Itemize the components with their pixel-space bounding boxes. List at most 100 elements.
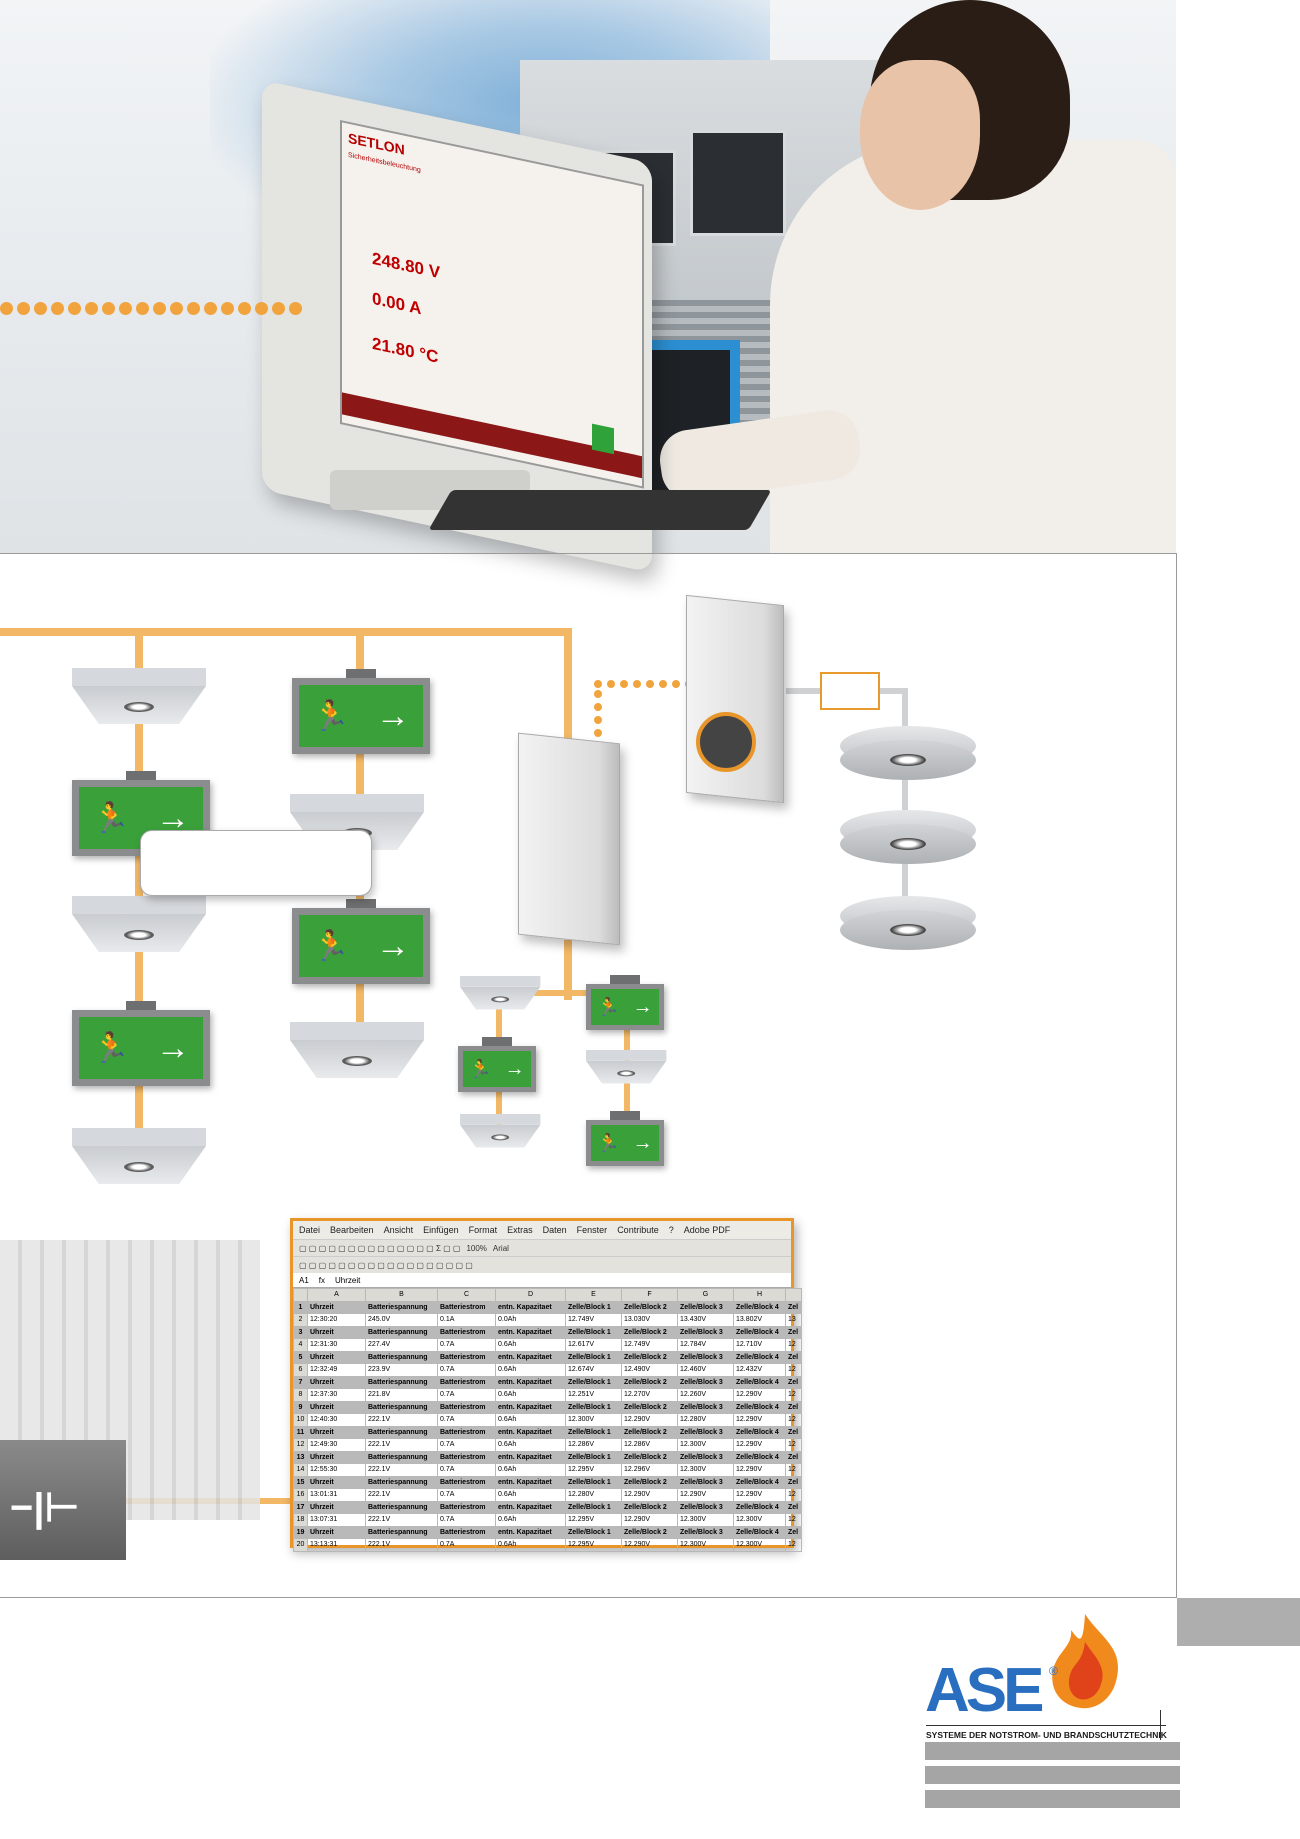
table-cell[interactable]: Batteriestrom bbox=[437, 1500, 496, 1514]
table-cell[interactable]: entn. Kapazitaet bbox=[495, 1400, 566, 1414]
row-number[interactable]: 15 bbox=[293, 1475, 308, 1489]
table-cell[interactable]: 12.784V bbox=[677, 1338, 734, 1352]
table-cell[interactable]: 227.4V bbox=[365, 1338, 438, 1352]
toolbar-icons[interactable]: ▢ ▢ ▢ ▢ ▢ ▢ ▢ ▢ ▢ ▢ ▢ ▢ ▢ ▢ Σ ▢ ▢ bbox=[299, 1243, 461, 1253]
row-number[interactable]: 10 bbox=[293, 1413, 308, 1427]
table-cell[interactable]: 0.6Ah bbox=[495, 1438, 566, 1452]
table-cell[interactable]: 12.290V bbox=[677, 1488, 734, 1502]
table-cell[interactable]: 0.1A bbox=[437, 1313, 496, 1327]
table-cell[interactable]: Uhrzeit bbox=[307, 1375, 366, 1389]
column-header[interactable] bbox=[293, 1288, 308, 1302]
table-cell[interactable]: 12 bbox=[785, 1363, 802, 1377]
table-cell[interactable]: Batteriestrom bbox=[437, 1300, 496, 1314]
table-cell[interactable]: Batteriespannung bbox=[365, 1300, 438, 1314]
table-cell[interactable]: 12.300V bbox=[677, 1438, 734, 1452]
font-select[interactable]: Arial bbox=[492, 1243, 509, 1253]
table-cell[interactable]: Zelle/Block 4 bbox=[733, 1375, 786, 1389]
table-cell[interactable]: 12.710V bbox=[733, 1338, 786, 1352]
table-cell[interactable]: 12:49:30 bbox=[307, 1438, 366, 1452]
row-number[interactable]: 1 bbox=[293, 1300, 308, 1314]
table-cell[interactable]: 12.286V bbox=[565, 1438, 622, 1452]
table-cell[interactable]: 0.7A bbox=[437, 1488, 496, 1502]
table-cell[interactable]: Zelle/Block 2 bbox=[621, 1475, 678, 1489]
table-cell[interactable]: Batteriespannung bbox=[365, 1450, 438, 1464]
row-number[interactable]: 18 bbox=[293, 1513, 308, 1527]
table-cell[interactable]: 12.300V bbox=[677, 1538, 734, 1552]
table-cell[interactable]: 12.460V bbox=[677, 1363, 734, 1377]
table-cell[interactable]: 12 bbox=[785, 1388, 802, 1402]
table-cell[interactable]: 12 bbox=[785, 1513, 802, 1527]
menu-item[interactable]: Adobe PDF bbox=[683, 1225, 731, 1235]
table-cell[interactable]: 12.290V bbox=[621, 1513, 678, 1527]
table-cell[interactable]: Zelle/Block 4 bbox=[733, 1450, 786, 1464]
table-cell[interactable]: 221.8V bbox=[365, 1388, 438, 1402]
table-cell[interactable]: Batteriespannung bbox=[365, 1375, 438, 1389]
table-cell[interactable]: 12.260V bbox=[677, 1388, 734, 1402]
column-header[interactable]: H bbox=[733, 1288, 786, 1302]
table-cell[interactable]: 12:31:30 bbox=[307, 1338, 366, 1352]
table-cell[interactable]: Batteriestrom bbox=[437, 1425, 496, 1439]
table-cell[interactable]: 13.430V bbox=[677, 1313, 734, 1327]
row-number[interactable]: 16 bbox=[293, 1488, 308, 1502]
table-cell[interactable]: 0.6Ah bbox=[495, 1463, 566, 1477]
table-cell[interactable]: Zelle/Block 3 bbox=[677, 1300, 734, 1314]
table-cell[interactable]: Zelle/Block 3 bbox=[677, 1350, 734, 1364]
table-cell[interactable]: entn. Kapazitaet bbox=[495, 1500, 566, 1514]
zoom-select[interactable]: 100% bbox=[466, 1243, 487, 1253]
toolbar-icons[interactable]: ▢ ▢ ▢ ▢ ▢ ▢ ▢ ▢ ▢ ▢ ▢ ▢ ▢ ▢ ▢ ▢ ▢ ▢ bbox=[299, 1260, 473, 1270]
table-cell[interactable]: 12.295V bbox=[565, 1463, 622, 1477]
table-cell[interactable]: 12.290V bbox=[733, 1388, 786, 1402]
table-cell[interactable]: 12.300V bbox=[565, 1413, 622, 1427]
table-cell[interactable]: 13:13:31 bbox=[307, 1538, 366, 1552]
table-cell[interactable]: 13:07:31 bbox=[307, 1513, 366, 1527]
table-cell[interactable]: 0.6Ah bbox=[495, 1488, 566, 1502]
table-cell[interactable]: Zelle/Block 2 bbox=[621, 1425, 678, 1439]
table-cell[interactable]: Uhrzeit bbox=[307, 1525, 366, 1539]
row-number[interactable]: 8 bbox=[293, 1388, 308, 1402]
table-cell[interactable]: 12:40:30 bbox=[307, 1413, 366, 1427]
table-cell[interactable]: 12.280V bbox=[677, 1413, 734, 1427]
table-cell[interactable]: entn. Kapazitaet bbox=[495, 1375, 566, 1389]
table-cell[interactable]: 0.7A bbox=[437, 1538, 496, 1552]
row-number[interactable]: 9 bbox=[293, 1400, 308, 1414]
column-header[interactable]: D bbox=[495, 1288, 566, 1302]
table-cell[interactable]: 12.300V bbox=[677, 1463, 734, 1477]
table-cell[interactable]: 0.7A bbox=[437, 1388, 496, 1402]
table-cell[interactable]: 0.7A bbox=[437, 1413, 496, 1427]
table-cell[interactable]: 12.286V bbox=[621, 1438, 678, 1452]
table-cell[interactable]: entn. Kapazitaet bbox=[495, 1450, 566, 1464]
table-cell[interactable]: Batteriestrom bbox=[437, 1450, 496, 1464]
table-cell[interactable]: 12:30:20 bbox=[307, 1313, 366, 1327]
table-cell[interactable]: 13:01:31 bbox=[307, 1488, 366, 1502]
table-cell[interactable]: 12 bbox=[785, 1438, 802, 1452]
column-header[interactable]: C bbox=[437, 1288, 496, 1302]
menu-item[interactable]: ? bbox=[668, 1225, 674, 1235]
table-cell[interactable]: Zelle/Block 3 bbox=[677, 1475, 734, 1489]
table-cell[interactable]: Batteriestrom bbox=[437, 1350, 496, 1364]
table-cell[interactable]: 0.6Ah bbox=[495, 1363, 566, 1377]
table-cell[interactable]: 12:37:30 bbox=[307, 1388, 366, 1402]
table-cell[interactable]: 12.251V bbox=[565, 1388, 622, 1402]
table-cell[interactable]: 0.0Ah bbox=[495, 1313, 566, 1327]
table-cell[interactable]: Zelle/Block 3 bbox=[677, 1400, 734, 1414]
table-cell[interactable]: entn. Kapazitaet bbox=[495, 1300, 566, 1314]
name-box[interactable]: A1 bbox=[299, 1275, 309, 1285]
table-cell[interactable]: Zel bbox=[785, 1425, 802, 1439]
row-number[interactable]: 2 bbox=[293, 1313, 308, 1327]
table-cell[interactable]: Zelle/Block 2 bbox=[621, 1450, 678, 1464]
table-cell[interactable]: 0.7A bbox=[437, 1438, 496, 1452]
table-cell[interactable]: 12 bbox=[785, 1538, 802, 1552]
table-cell[interactable]: Zelle/Block 2 bbox=[621, 1500, 678, 1514]
table-cell[interactable]: entn. Kapazitaet bbox=[495, 1350, 566, 1364]
row-number[interactable]: 6 bbox=[293, 1363, 308, 1377]
table-cell[interactable]: 12:55:30 bbox=[307, 1463, 366, 1477]
table-cell[interactable]: 12 bbox=[785, 1338, 802, 1352]
